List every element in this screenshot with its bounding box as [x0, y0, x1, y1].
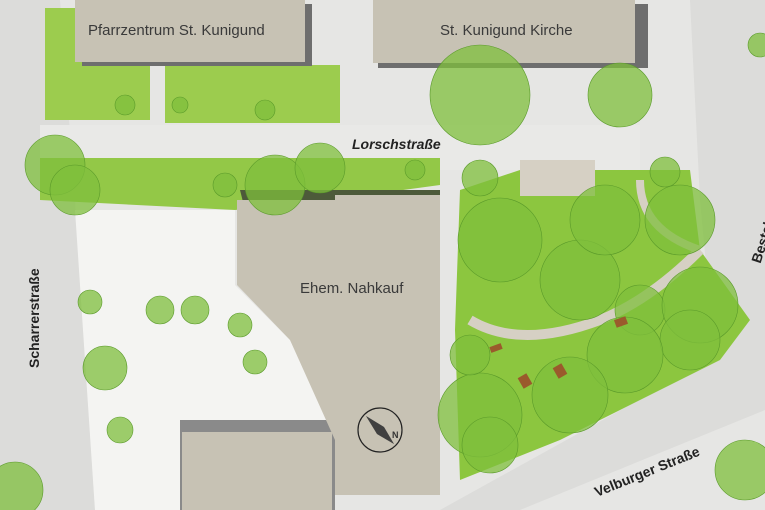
- bench: [613, 316, 629, 328]
- trees: [0, 32, 765, 510]
- pfarrzentrum-building: [75, 0, 305, 62]
- benches: [489, 316, 629, 389]
- tree: [242, 349, 268, 375]
- tree: [171, 96, 189, 114]
- tree: [0, 461, 44, 510]
- bench: [517, 373, 533, 389]
- tree: [180, 295, 210, 325]
- bench: [489, 343, 503, 353]
- compass-rose: [357, 407, 403, 453]
- tree: [212, 172, 238, 198]
- tree: [659, 309, 721, 371]
- tree: [227, 312, 253, 338]
- tree: [461, 416, 519, 474]
- tree: [449, 334, 491, 376]
- lawn-north-center: [165, 65, 340, 123]
- tree: [82, 345, 128, 391]
- bench: [552, 363, 568, 379]
- scharrerstrasse-label: Scharrerstraße: [26, 268, 42, 368]
- tree: [569, 184, 641, 256]
- south-building: [182, 432, 332, 510]
- tree: [747, 32, 765, 58]
- tree: [531, 356, 609, 434]
- tree: [254, 99, 276, 121]
- tree: [106, 416, 134, 444]
- tree: [114, 94, 136, 116]
- tree: [587, 62, 653, 128]
- tree: [644, 184, 716, 256]
- tree: [714, 439, 765, 501]
- tree: [145, 295, 175, 325]
- nahkauf-label: Ehem. Nahkauf: [300, 280, 404, 297]
- scharrerstrasse-road: [0, 0, 95, 510]
- kirche-label: St. Kunigund Kirche: [440, 22, 573, 39]
- tree: [461, 159, 499, 197]
- tree: [49, 164, 101, 216]
- park-path: [467, 246, 704, 340]
- pfarrzentrum-label: Pfarrzentrum St. Kunigund: [88, 22, 265, 39]
- tree: [404, 159, 426, 181]
- tree: [457, 197, 543, 283]
- tree: [77, 289, 103, 315]
- tree: [649, 156, 681, 188]
- tree: [294, 142, 346, 194]
- compass-north-label: N: [392, 430, 399, 440]
- tree: [429, 44, 531, 146]
- nahkauf-building: [237, 195, 440, 495]
- playground-paving: [520, 160, 595, 196]
- lorschstrasse-label: Lorschstraße: [352, 136, 441, 152]
